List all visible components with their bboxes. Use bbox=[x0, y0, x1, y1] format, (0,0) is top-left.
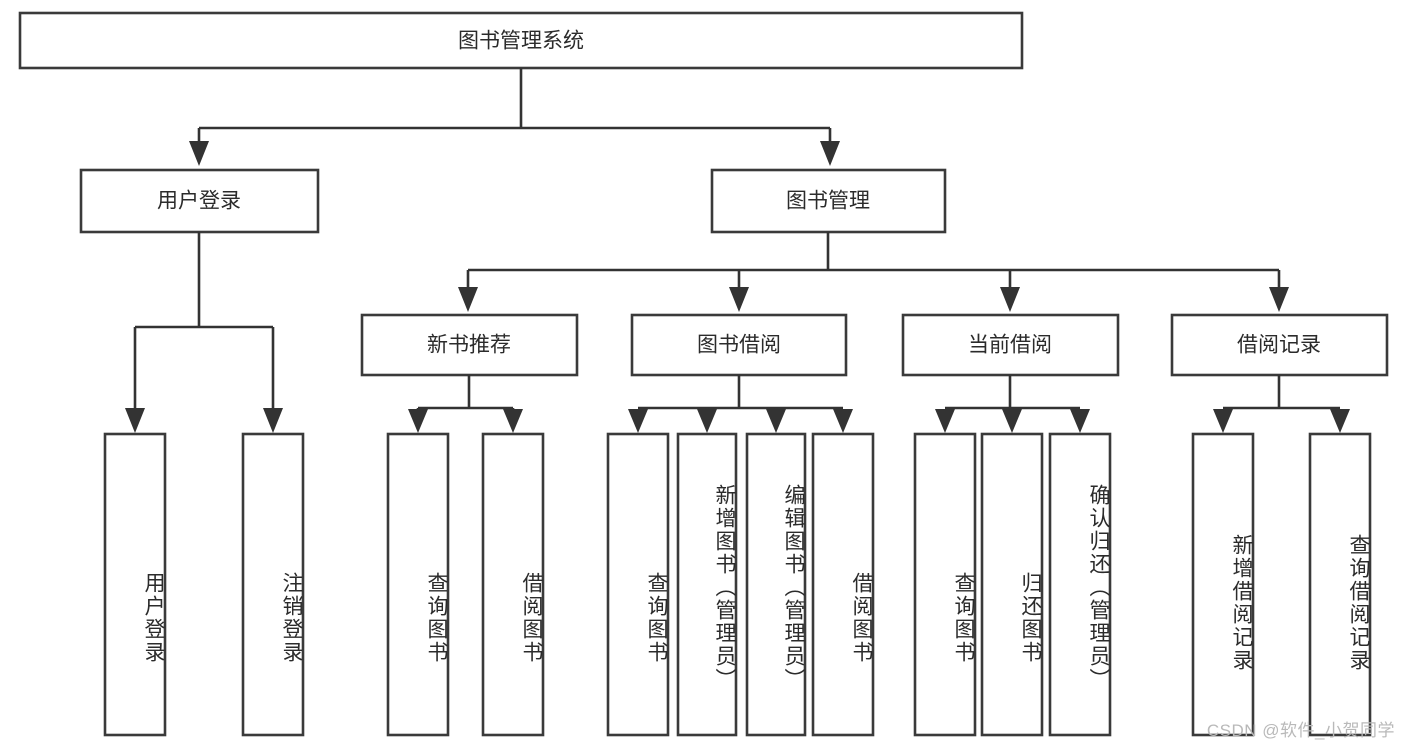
node-root-box[interactable] bbox=[18, 11, 1024, 70]
node-leaf-logout-login-box[interactable] bbox=[241, 432, 305, 737]
node-book-management[interactable]: 图书管理 bbox=[710, 168, 947, 234]
arrowhead-borrow-record bbox=[1269, 287, 1289, 312]
arrowhead-leaf-add-record bbox=[1213, 409, 1233, 433]
arrowhead-leaf-return-book bbox=[1002, 409, 1022, 433]
node-borrow-record-label: 借阅记录 bbox=[1237, 334, 1321, 357]
node-leaf-query-record-box[interactable] bbox=[1308, 432, 1372, 737]
node-new-book-recommend-label: 新书推荐 bbox=[427, 334, 511, 357]
arrowhead-current-borrow bbox=[1000, 287, 1020, 312]
arrowhead-leaf-edit-book bbox=[766, 409, 786, 433]
arrowhead-user-login bbox=[189, 141, 209, 166]
node-borrow-record-box[interactable] bbox=[1170, 313, 1389, 377]
node-current-borrow[interactable]: 当前借阅 bbox=[901, 313, 1120, 377]
arrowhead-leaf-confirm-return bbox=[1070, 409, 1090, 433]
node-book-management-box[interactable] bbox=[710, 168, 947, 234]
arrowhead-leaf-logout-login bbox=[263, 408, 283, 433]
arrowhead-leaf-add-book bbox=[697, 409, 717, 433]
node-leaf-return-book-box[interactable] bbox=[980, 432, 1044, 737]
node-leaf-add-book-box[interactable] bbox=[676, 432, 738, 737]
arrowhead-book-borrow bbox=[729, 287, 749, 312]
node-user-login[interactable]: 用户登录 bbox=[79, 168, 320, 234]
node-book-borrow[interactable]: 图书借阅 bbox=[630, 313, 848, 377]
node-book-borrow-label: 图书借阅 bbox=[697, 334, 781, 357]
node-user-login-label: 用户登录 bbox=[157, 190, 241, 213]
arrowhead-leaf-query-book-1 bbox=[408, 409, 428, 433]
node-root[interactable]: 图书管理系统 bbox=[18, 11, 1024, 70]
node-current-borrow-label: 当前借阅 bbox=[968, 334, 1052, 357]
node-leaf-borrow-book-1-box[interactable] bbox=[481, 432, 545, 737]
arrowhead-leaf-query-record bbox=[1330, 409, 1350, 433]
node-leaf-add-record-box[interactable] bbox=[1191, 432, 1255, 737]
node-leaf-user-login-box[interactable] bbox=[103, 432, 167, 737]
node-leaf-query-book-3-box[interactable] bbox=[913, 432, 977, 737]
node-current-borrow-box[interactable] bbox=[901, 313, 1120, 377]
node-leaf-query-book-1-box[interactable] bbox=[386, 432, 450, 737]
node-borrow-record[interactable]: 借阅记录 bbox=[1170, 313, 1389, 377]
arrowhead-leaf-query-book-3 bbox=[935, 409, 955, 433]
arrowhead-new-book-recommend bbox=[458, 287, 478, 312]
node-leaf-edit-book-box[interactable] bbox=[745, 432, 807, 737]
arrowhead-leaf-query-book-2 bbox=[628, 409, 648, 433]
csdn-watermark: CSDN @软件_小贺同学 bbox=[1206, 721, 1395, 740]
node-book-management-label: 图书管理 bbox=[786, 190, 870, 213]
node-book-borrow-box[interactable] bbox=[630, 313, 848, 377]
node-leaf-query-book-2-box[interactable] bbox=[606, 432, 670, 737]
node-new-book-recommend[interactable]: 新书推荐 bbox=[360, 313, 579, 377]
node-leaf-borrow-book-2-box[interactable] bbox=[811, 432, 875, 737]
arrowhead-leaf-borrow-book-2 bbox=[833, 409, 853, 433]
arrowhead-leaf-borrow-book-1 bbox=[503, 409, 523, 433]
node-root-label: 图书管理系统 bbox=[458, 30, 584, 53]
arrowhead-book-management bbox=[820, 141, 840, 166]
arrowhead-leaf-user-login bbox=[125, 408, 145, 433]
node-new-book-recommend-box[interactable] bbox=[360, 313, 579, 377]
node-leaf-confirm-return-box[interactable] bbox=[1048, 432, 1112, 737]
